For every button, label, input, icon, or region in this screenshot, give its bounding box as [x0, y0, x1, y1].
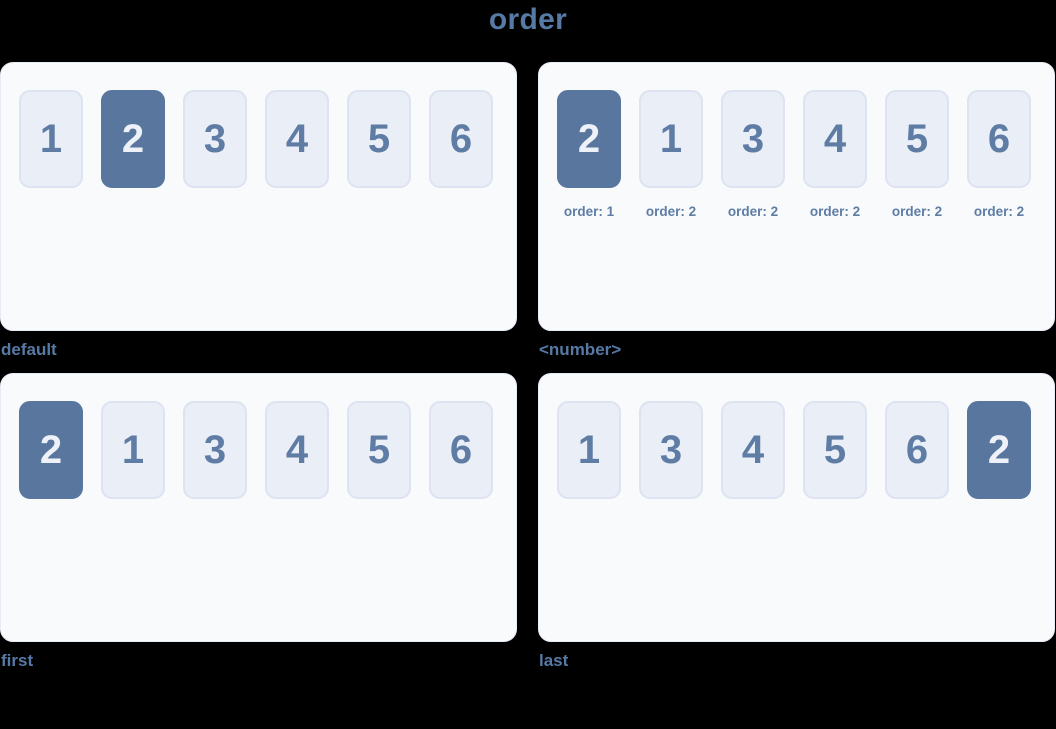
box: 3 [639, 401, 703, 499]
box: 3 [721, 90, 785, 188]
order-value-label: order: 1 [563, 204, 615, 219]
panel-caption: default [1, 340, 57, 359]
box: 3 [183, 90, 247, 188]
box: 6 [885, 401, 949, 499]
flex-item: 6 order: 2 [967, 90, 1031, 219]
box: 4 [265, 401, 329, 499]
box: 5 [885, 90, 949, 188]
box: 1 [557, 401, 621, 499]
flex-item: 5 [803, 401, 867, 499]
flex-item: 2 order: 1 [557, 90, 621, 219]
order-value-label: order: 2 [645, 204, 697, 219]
box: 3 [183, 401, 247, 499]
flex-container: 2 order: 1 1 order: 2 3 order: 2 4 order: 2 5 ord… [538, 62, 1055, 331]
box: 6 [429, 90, 493, 188]
panel-caption: <number> [539, 340, 622, 359]
flex-item: 1 [101, 401, 165, 499]
box: 1 [639, 90, 703, 188]
box: 1 [101, 401, 165, 499]
order-value-label: order: 2 [891, 204, 943, 219]
box: 5 [347, 401, 411, 499]
panel-caption: first [1, 651, 34, 670]
box: 4 [721, 401, 785, 499]
panel-number: 2 order: 1 1 order: 2 3 order: 2 4 order: 2 5 ord… [538, 62, 1055, 359]
box: 6 [967, 90, 1031, 188]
highlighted-box: 2 [19, 401, 83, 499]
flex-item: 4 [721, 401, 785, 499]
flex-item: 2 [19, 401, 83, 499]
flex-item: 6 [429, 401, 493, 499]
box: 4 [803, 90, 867, 188]
flex-item: 1 [19, 90, 83, 188]
flex-item: 5 [347, 401, 411, 499]
flex-item: 4 [265, 401, 329, 499]
flex-item: 5 order: 2 [885, 90, 949, 219]
flex-item: 2 [967, 401, 1031, 499]
flex-item: 1 [557, 401, 621, 499]
box: 6 [429, 401, 493, 499]
flex-item: 6 [885, 401, 949, 499]
flex-item: 4 [265, 90, 329, 188]
order-value-label: order: 2 [973, 204, 1025, 219]
flex-item: 5 [347, 90, 411, 188]
order-value-label: order: 2 [809, 204, 861, 219]
page-title: order [488, 3, 568, 36]
flex-item: 6 [429, 90, 493, 188]
box: 5 [803, 401, 867, 499]
panel-caption: last [539, 651, 569, 670]
flex-item: 3 [183, 90, 247, 188]
highlighted-box: 2 [557, 90, 621, 188]
flex-item: 3 [183, 401, 247, 499]
flex-item: 3 order: 2 [721, 90, 785, 219]
order-value-label: order: 2 [727, 204, 779, 219]
highlighted-box: 2 [967, 401, 1031, 499]
box: 5 [347, 90, 411, 188]
flex-item: 1 order: 2 [639, 90, 703, 219]
flex-item: 4 order: 2 [803, 90, 867, 219]
highlighted-box: 2 [101, 90, 165, 188]
flex-item: 2 [101, 90, 165, 188]
box: 4 [265, 90, 329, 188]
box: 1 [19, 90, 83, 188]
flex-item: 3 [639, 401, 703, 499]
